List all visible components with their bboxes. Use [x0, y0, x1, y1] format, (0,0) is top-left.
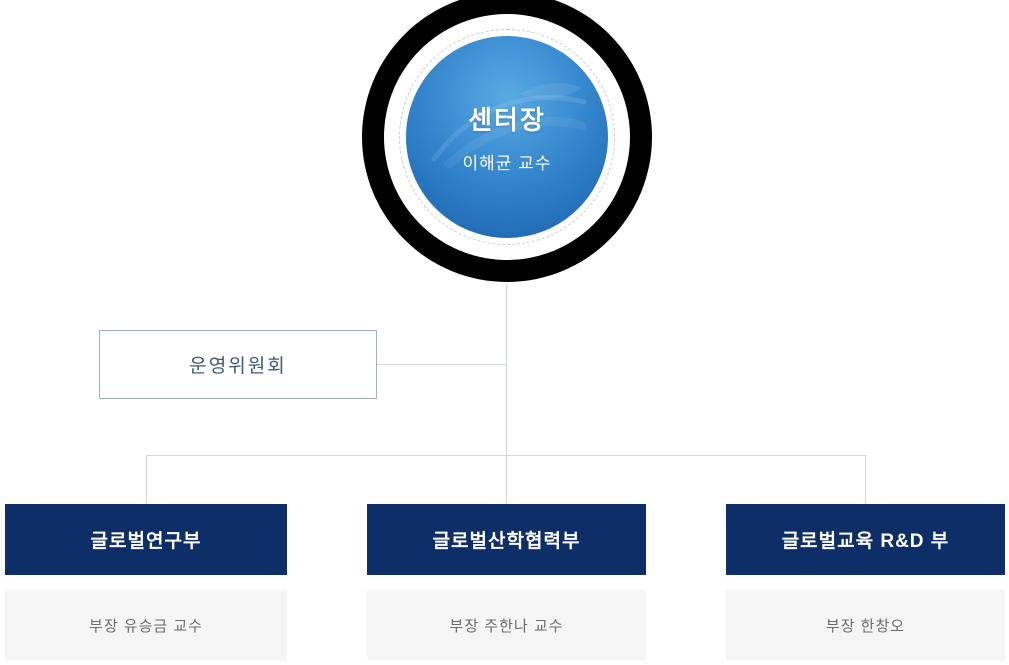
connector-vertical-center	[506, 285, 507, 504]
committee-box: 운영위원회	[99, 330, 377, 399]
dept-head-box: 부장 한창오	[726, 590, 1005, 661]
dept-title-box: 글로벌교육 R&D 부	[726, 504, 1005, 575]
department-global-research: 글로벌연구부 부장 유승금 교수	[5, 504, 287, 661]
department-education-rnd: 글로벌교육 R&D 부 부장 한창오	[726, 504, 1005, 661]
connector-stub-left	[146, 455, 147, 504]
connector-committee	[377, 364, 506, 365]
dept-title-box: 글로벌연구부	[5, 504, 287, 575]
director-name: 이해균 교수	[462, 154, 552, 173]
connector-stub-right	[865, 455, 866, 504]
dept-head-box: 부장 유승금 교수	[5, 590, 287, 661]
committee-label: 운영위원회	[189, 356, 287, 377]
director-circle: 센터장 이해균 교수	[406, 36, 608, 238]
department-industry-academia: 글로벌산학협력부 부장 주한나 교수	[367, 504, 646, 661]
connector-branch	[146, 455, 866, 456]
dept-title-box: 글로벌산학협력부	[367, 504, 646, 575]
director-title: 센터장	[468, 105, 546, 135]
dept-head-box: 부장 주한나 교수	[367, 590, 646, 661]
director-dashed-ring	[399, 29, 615, 245]
